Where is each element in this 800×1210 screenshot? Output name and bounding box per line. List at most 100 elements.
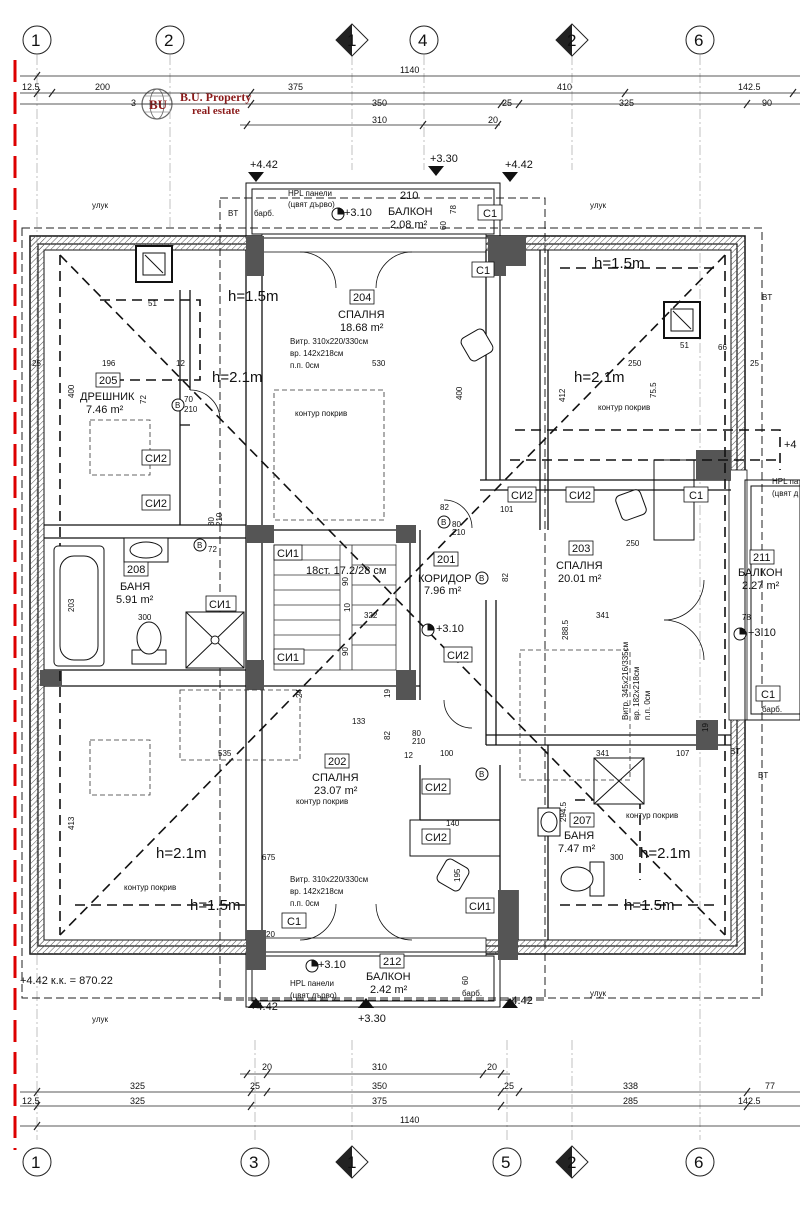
svg-text:535: 535 xyxy=(218,749,232,758)
svg-text:B: B xyxy=(479,770,484,779)
svg-text:контур покрив: контур покрив xyxy=(295,409,347,418)
svg-text:контур покрив: контур покрив xyxy=(598,403,650,412)
svg-text:210: 210 xyxy=(184,405,198,414)
svg-text:СИ2: СИ2 xyxy=(511,490,533,502)
svg-text:СИ2: СИ2 xyxy=(569,490,591,502)
axis-label: 1 xyxy=(347,1153,356,1172)
room-name: СПАЛНЯ xyxy=(338,309,385,321)
svg-text:h=1.5m: h=1.5m xyxy=(228,288,278,305)
svg-text:h=2.1m: h=2.1m xyxy=(212,369,262,386)
svg-text:1140: 1140 xyxy=(400,1115,419,1125)
svg-text:530: 530 xyxy=(372,359,386,368)
axis-label: 1 xyxy=(347,31,356,50)
svg-text:+3.10: +3.10 xyxy=(344,207,372,219)
svg-text:80: 80 xyxy=(452,520,461,529)
room-name: БАЛКОН xyxy=(738,567,783,579)
svg-text:B: B xyxy=(197,541,202,550)
svg-text:B: B xyxy=(479,574,484,583)
svg-text:h=2.1m: h=2.1m xyxy=(156,845,206,862)
svg-text:200: 200 xyxy=(95,82,110,92)
svg-text:78: 78 xyxy=(742,613,751,622)
axis-label: 2 xyxy=(567,31,576,50)
svg-text:12: 12 xyxy=(404,751,413,760)
room-area: 2.42 m² xyxy=(370,984,408,996)
svg-text:80: 80 xyxy=(412,729,421,738)
chimney-icon xyxy=(135,245,701,339)
svg-text:341: 341 xyxy=(596,611,610,620)
svg-text:B: B xyxy=(441,518,446,527)
svg-text:п.п. 0см: п.п. 0см xyxy=(290,361,319,370)
svg-text:C1: C1 xyxy=(287,916,301,928)
svg-text:h=1.5m: h=1.5m xyxy=(624,897,674,914)
svg-text:+4.42: +4.42 xyxy=(250,1001,278,1013)
svg-text:90: 90 xyxy=(341,647,350,656)
room-207: 207 БАНЯ 7.47 m² xyxy=(558,812,596,855)
svg-text:300: 300 xyxy=(138,613,152,622)
svg-text:+3.30: +3.30 xyxy=(358,1013,386,1025)
svg-text:60: 60 xyxy=(439,221,448,230)
svg-text:+4.42 к.к. = 870.22: +4.42 к.к. = 870.22 xyxy=(20,975,113,987)
inner-dimensions: 530 400 412 196 51 51 66 250 75.5 25 12 … xyxy=(32,205,759,985)
svg-text:341: 341 xyxy=(596,749,610,758)
level-marker-icon xyxy=(248,166,518,1008)
svg-text:барб.: барб. xyxy=(254,209,274,218)
svg-text:барб.: барб. xyxy=(462,989,482,998)
bathtub-icon xyxy=(53,545,105,667)
svg-text:19: 19 xyxy=(383,689,392,698)
room-name: КОРИДОР xyxy=(418,573,471,585)
svg-text:HPL панели: HPL панели xyxy=(290,979,334,988)
svg-text:410: 410 xyxy=(557,82,572,92)
room-name: ДРЕШНИК xyxy=(80,391,135,403)
svg-text:133: 133 xyxy=(352,717,366,726)
axis-label: 1 xyxy=(31,1153,40,1172)
svg-text:20: 20 xyxy=(266,930,275,939)
svg-text:310: 310 xyxy=(372,115,387,125)
svg-text:(цвят дърво): (цвят дърво) xyxy=(290,991,337,1000)
axis-label: 4 xyxy=(418,31,427,50)
svg-text:улук: улук xyxy=(590,201,606,210)
exterior-walls xyxy=(29,235,746,955)
svg-text:210: 210 xyxy=(215,512,224,526)
svg-text:+3.30: +3.30 xyxy=(430,153,458,165)
room-number: 208 xyxy=(127,564,145,576)
svg-text:B: B xyxy=(175,401,180,410)
room-number: 211 xyxy=(753,552,771,564)
svg-text:СИ2: СИ2 xyxy=(447,650,469,662)
svg-text:80: 80 xyxy=(207,517,216,526)
room-area: 20.01 m² xyxy=(558,573,602,585)
level-labels: +4.42 +3.30 +4.42 +3.10 +3.10 +3.10 +3.1… xyxy=(20,153,797,1025)
staircase xyxy=(273,544,397,671)
room-area: 2.08 m² xyxy=(390,219,428,231)
svg-text:СИ2: СИ2 xyxy=(425,782,447,794)
svg-text:контур покрив: контур покрив xyxy=(626,811,678,820)
axis-label: 1 xyxy=(31,31,40,50)
svg-text:350: 350 xyxy=(372,1081,387,1091)
svg-text:142.5: 142.5 xyxy=(738,82,761,92)
axis-markers-top: 1 2 1 4 2 6 xyxy=(22,23,715,57)
room-name: БАЛКОН xyxy=(388,206,433,218)
room-name: БАНЯ xyxy=(564,830,594,842)
svg-text:(цвят д: (цвят д xyxy=(772,489,799,498)
element-tags: C1 C1 C1 C1 C1 СИ2 СИ2 СИ1 СИ1 СИ1 СИ2 С… xyxy=(141,204,781,929)
room-area: 23.07 m² xyxy=(314,785,358,797)
ceiling-height-labels: h=1.5m h=2.1m h=1.5m h=2.1m h=2.1m h=1.5… xyxy=(156,255,690,914)
svg-text:СИ2: СИ2 xyxy=(145,498,167,510)
svg-text:12: 12 xyxy=(176,359,185,368)
svg-text:улук: улук xyxy=(92,201,108,210)
dimension-text-top: 1140 12.5 200 375 410 142.5 3 350 25 325… xyxy=(22,65,772,125)
room-number: 204 xyxy=(353,292,371,304)
svg-text:72: 72 xyxy=(139,395,148,404)
svg-text:375: 375 xyxy=(372,1096,387,1106)
logo-text-line1: B.U. Property xyxy=(180,90,252,104)
svg-text:контур покрив: контур покрив xyxy=(124,883,176,892)
svg-text:h=1.5m: h=1.5m xyxy=(594,255,644,272)
logo-text-line2: real estate xyxy=(192,105,240,117)
room-name: БАНЯ xyxy=(120,581,150,593)
roof-outline xyxy=(21,197,763,1001)
sink-icon xyxy=(123,537,561,837)
svg-text:90: 90 xyxy=(762,98,772,108)
svg-text:210: 210 xyxy=(452,528,466,537)
dimension-lines-bottom xyxy=(20,1069,800,1131)
svg-text:Витр. 310x220/330см: Витр. 310x220/330см xyxy=(290,875,368,884)
